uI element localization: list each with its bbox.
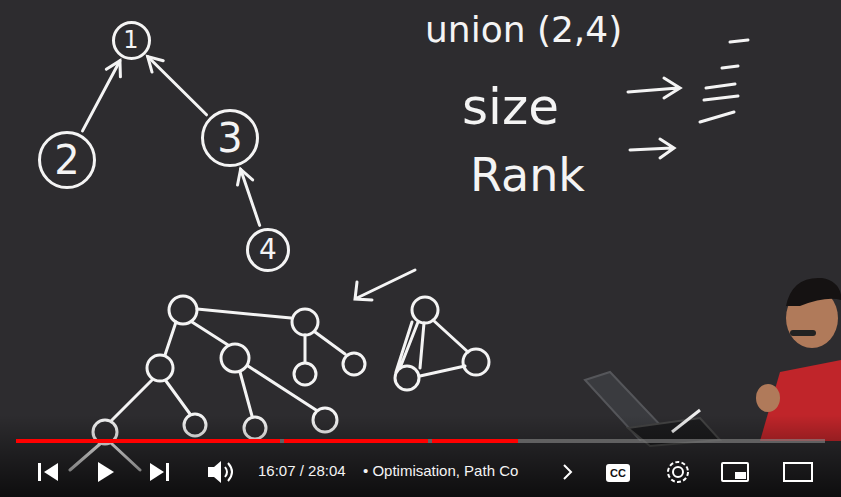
parent-arrow <box>83 61 121 131</box>
parent-arrow <box>238 169 260 225</box>
video-chapter: • Optimisation, Path Co <box>363 463 518 480</box>
tree-node-circle: 3 <box>201 109 259 167</box>
tree-node-circle: 1 <box>112 21 151 60</box>
node-number: 4 <box>259 236 277 264</box>
video-time: 16:07 / 28:04 <box>258 463 346 480</box>
tree-node-circle: 2 <box>38 131 96 189</box>
parent-arrow <box>148 57 207 115</box>
arrow-head <box>148 57 164 73</box>
note-text: size <box>462 80 559 135</box>
node-number: 1 <box>123 28 138 52</box>
connector-line <box>148 57 207 115</box>
arrow-head <box>238 169 253 185</box>
note-text: Rank <box>470 150 585 201</box>
node-number: 2 <box>54 140 79 180</box>
captions-button: CC <box>606 464 630 482</box>
arrow-head <box>106 61 120 77</box>
tree-node-circle: 4 <box>246 228 290 272</box>
connector-line <box>83 61 120 131</box>
node-number: 3 <box>217 118 242 158</box>
note-text: union (2,4) <box>425 10 622 50</box>
